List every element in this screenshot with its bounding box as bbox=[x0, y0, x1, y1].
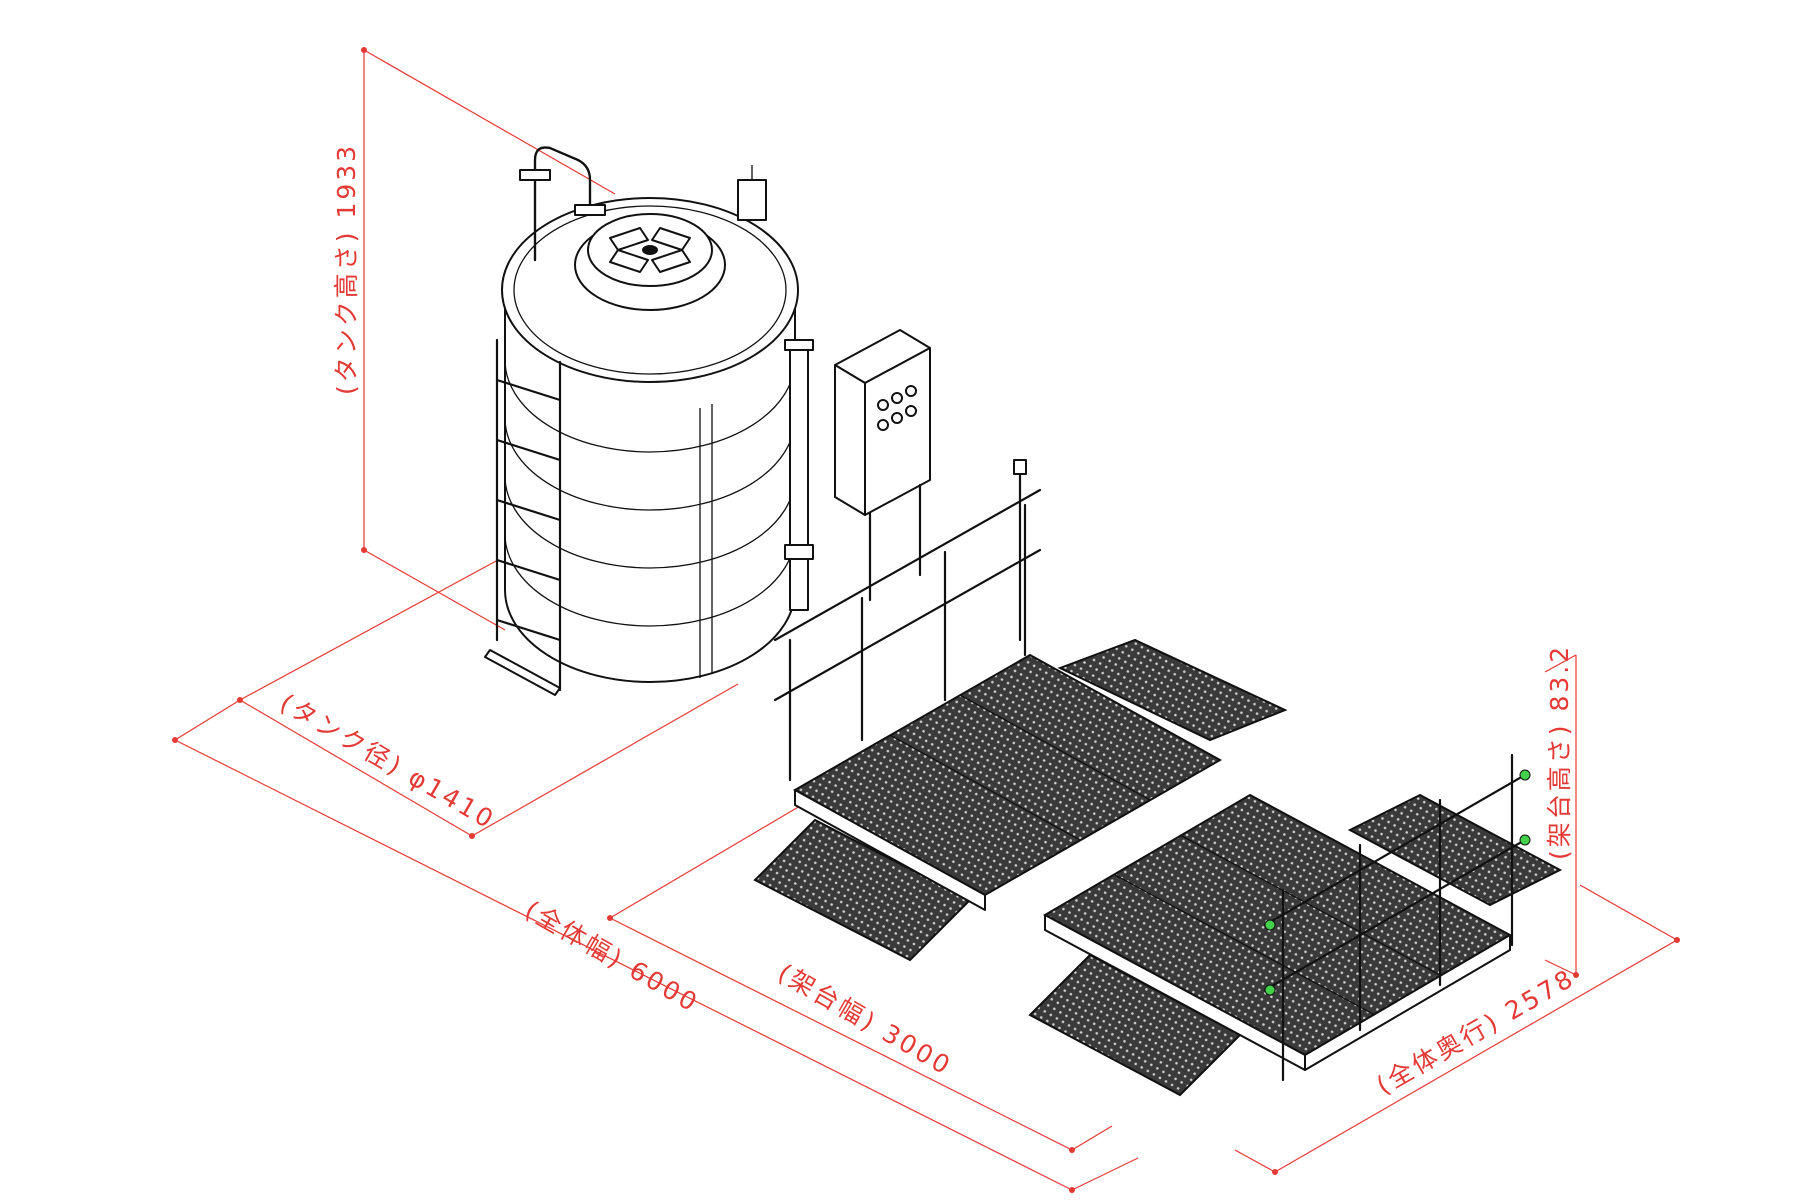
dimension-lines: (タンク高さ) 1933 (タンク径) φ1410 (全体幅) 6000 bbox=[172, 47, 1680, 1193]
handrail-right bbox=[1263, 753, 1531, 1082]
outlet-pipe bbox=[789, 339, 809, 611]
piping bbox=[519, 146, 814, 611]
rail-marker bbox=[1264, 919, 1276, 931]
platform-height-dimension: (架台高さ) 83.2 bbox=[1544, 644, 1579, 978]
platform-width-label: (架台幅) 3000 bbox=[773, 958, 957, 1081]
ladder bbox=[495, 338, 562, 692]
platform-deck bbox=[753, 638, 1563, 1097]
ramp-back-right bbox=[1347, 793, 1563, 907]
control-panel bbox=[834, 329, 931, 602]
panel-switches bbox=[877, 385, 917, 431]
tank-bands bbox=[504, 359, 796, 627]
rail-marker bbox=[1519, 769, 1531, 781]
flange bbox=[519, 169, 551, 181]
rail-marker bbox=[1519, 834, 1531, 846]
flange bbox=[574, 204, 606, 216]
vent bbox=[737, 179, 767, 221]
tank-height-dimension: (タンク高さ) 1933 bbox=[332, 47, 616, 631]
rail-marker bbox=[1264, 984, 1276, 996]
tank-base-plate bbox=[484, 649, 561, 696]
platform-height-label: (架台高さ) 83.2 bbox=[1545, 644, 1574, 860]
overall-width-label: (全体幅) 6000 bbox=[520, 895, 704, 1018]
handrail-left bbox=[773, 459, 1042, 782]
ramp-back bbox=[1057, 638, 1288, 742]
tank bbox=[484, 197, 799, 696]
manhole-cover bbox=[587, 213, 713, 287]
tank-body bbox=[504, 284, 796, 683]
tank-height-label: (タンク高さ) 1933 bbox=[332, 143, 361, 395]
tank-diameter-label: (タンク径) φ1410 bbox=[275, 688, 500, 835]
